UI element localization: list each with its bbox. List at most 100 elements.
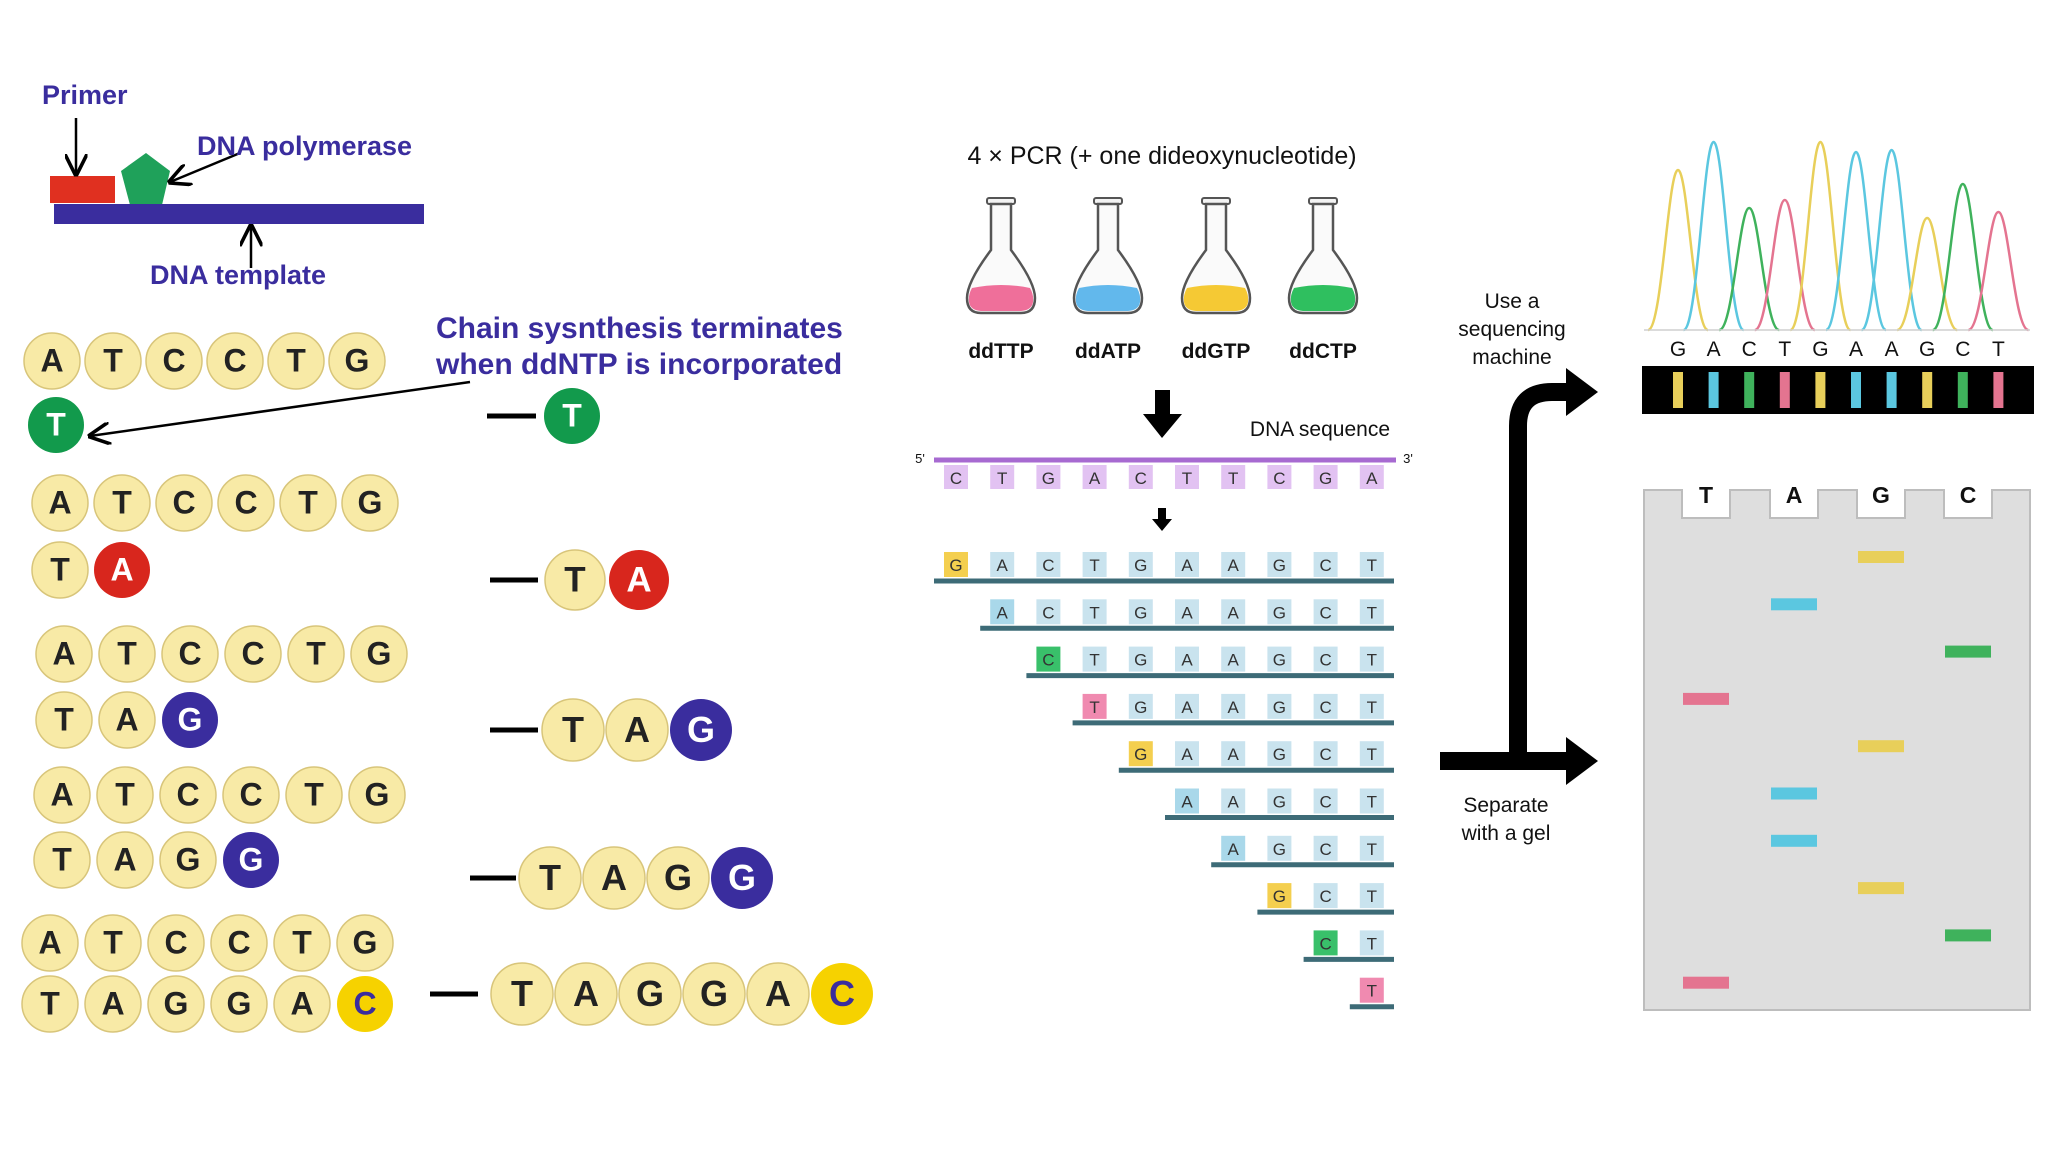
- flask-ddGTP: ddGTP: [1180, 197, 1252, 363]
- read-strip-bar: [1922, 372, 1933, 408]
- flask-glass: [1180, 202, 1252, 315]
- template-nucleotide-letter: C: [239, 777, 262, 813]
- fragment-base-letter: T: [1367, 887, 1377, 906]
- fragment-base-box: [1267, 693, 1292, 719]
- synth-nucleotide-circle: [273, 975, 331, 1033]
- template-nucleotide-circle: [273, 914, 331, 972]
- to-gel-arrow-shaft: [1440, 752, 1568, 770]
- released-nucleotide: G: [682, 962, 746, 1026]
- fragment-terminal-base-box: [1267, 883, 1292, 909]
- fragment-base-box: [1128, 599, 1153, 625]
- reference-base-letter: C: [950, 469, 962, 488]
- released-ddntp-letter: C: [829, 973, 855, 1014]
- to-gel-arrowhead: [1566, 737, 1598, 785]
- template-nucleotide-letter: T: [117, 636, 137, 672]
- fragment-base-box: [1359, 788, 1384, 814]
- template-nucleotide: C: [224, 625, 282, 683]
- gel-lane-label: A: [1786, 482, 1803, 508]
- template-nucleotide: G: [336, 914, 394, 972]
- released-nucleotide-letter: A: [601, 857, 627, 898]
- template-nucleotide: C: [206, 332, 264, 390]
- primer-block: [50, 176, 115, 203]
- template-nucleotide-circle: [23, 332, 81, 390]
- fragment-base-letter: C: [1319, 887, 1331, 906]
- released-nucleotide-circle: [554, 962, 618, 1026]
- template-nucleotide-circle: [287, 625, 345, 683]
- template-nucleotide-letter: C: [234, 485, 257, 521]
- template-nucleotide-letter: A: [52, 636, 75, 672]
- fragment-base-box: [1267, 741, 1292, 767]
- template-nucleotide: T: [287, 625, 345, 683]
- synth-nucleotide-circle: [98, 691, 156, 749]
- synth-nucleotide-letter: A: [113, 842, 136, 878]
- synth-nucleotide-circle: [31, 541, 89, 599]
- ddntp-nucleotide-circle: [223, 832, 279, 888]
- template-nucleotide: C: [161, 625, 219, 683]
- ddntp-nucleotide-circle: [28, 397, 84, 453]
- reference-base-box: [1175, 465, 1199, 489]
- trace-peak: [1718, 206, 1780, 332]
- synth-nucleotide-letter: T: [52, 842, 72, 878]
- fragment: T: [1349, 977, 1394, 1010]
- template-nucleotide: C: [217, 474, 275, 532]
- reference-base-letter: T: [997, 469, 1007, 488]
- released-nucleotide: A: [582, 846, 646, 910]
- fragment-base-letter: C: [1042, 651, 1054, 670]
- template-nucleotide-circle: [84, 914, 142, 972]
- template-nucleotide-letter: G: [345, 343, 370, 379]
- released-nucleotide-letter: A: [573, 973, 599, 1014]
- reference-base: T: [1221, 465, 1246, 489]
- template-nucleotide-letter: G: [367, 636, 392, 672]
- fragment-terminal-base-box: [1359, 977, 1384, 1003]
- released-nucleotide: A: [605, 698, 669, 762]
- reference-base: C: [1128, 465, 1153, 489]
- fragment-base-letter: A: [1181, 556, 1193, 575]
- reference-base-letter: G: [1042, 469, 1055, 488]
- gel-label-2: with a gel: [1461, 822, 1551, 845]
- template-nucleotide-letter: T: [103, 925, 123, 961]
- fragment-base-box: [1313, 883, 1338, 909]
- template-nucleotide-letter: C: [178, 636, 201, 672]
- template-nucleotide: T: [285, 766, 343, 824]
- read-base-letter: C: [1742, 338, 1757, 361]
- down-arrow-large: [1143, 390, 1182, 438]
- fragment-base-letter: C: [1319, 745, 1331, 764]
- read-strip-bar: [1779, 372, 1790, 408]
- flask-liquid: [1290, 285, 1356, 311]
- read-base-letter: A: [1849, 338, 1863, 361]
- flask-ddTTP: ddTTP: [965, 197, 1037, 363]
- fragment-base-box: [1359, 599, 1384, 625]
- template-nucleotide-circle: [279, 474, 337, 532]
- fragment-terminal-base-box: [1082, 693, 1107, 719]
- fragment-base-letter: T: [1367, 934, 1377, 953]
- template-nucleotide-circle: [267, 332, 325, 390]
- ddntp-nucleotide-letter: G: [178, 702, 203, 738]
- read-strip: [1642, 366, 2034, 414]
- read-base-letter: T: [1992, 338, 2005, 361]
- gel-band: [1683, 976, 1729, 989]
- fragment-base-letter: G: [1273, 887, 1286, 906]
- flask-liquid: [1075, 285, 1141, 311]
- fragment-base-box: [1267, 552, 1292, 577]
- trace-peak: [1789, 140, 1852, 332]
- reference-base-letter: G: [1319, 469, 1332, 488]
- synth-nucleotide: A: [273, 975, 331, 1033]
- template-nucleotide-circle: [350, 625, 408, 683]
- fragment-base-letter: G: [1273, 840, 1286, 859]
- fragment-base-letter: T: [1367, 556, 1377, 575]
- down-arrow-small: [1152, 508, 1172, 531]
- gel-band: [1858, 882, 1904, 895]
- read-base-letter: T: [1778, 338, 1791, 361]
- fragment-base-letter: G: [1134, 556, 1147, 575]
- template-nucleotide-circle: [161, 625, 219, 683]
- template-nucleotide: A: [23, 332, 81, 390]
- template-nucleotide: T: [267, 332, 325, 390]
- template-nucleotide: A: [21, 914, 79, 972]
